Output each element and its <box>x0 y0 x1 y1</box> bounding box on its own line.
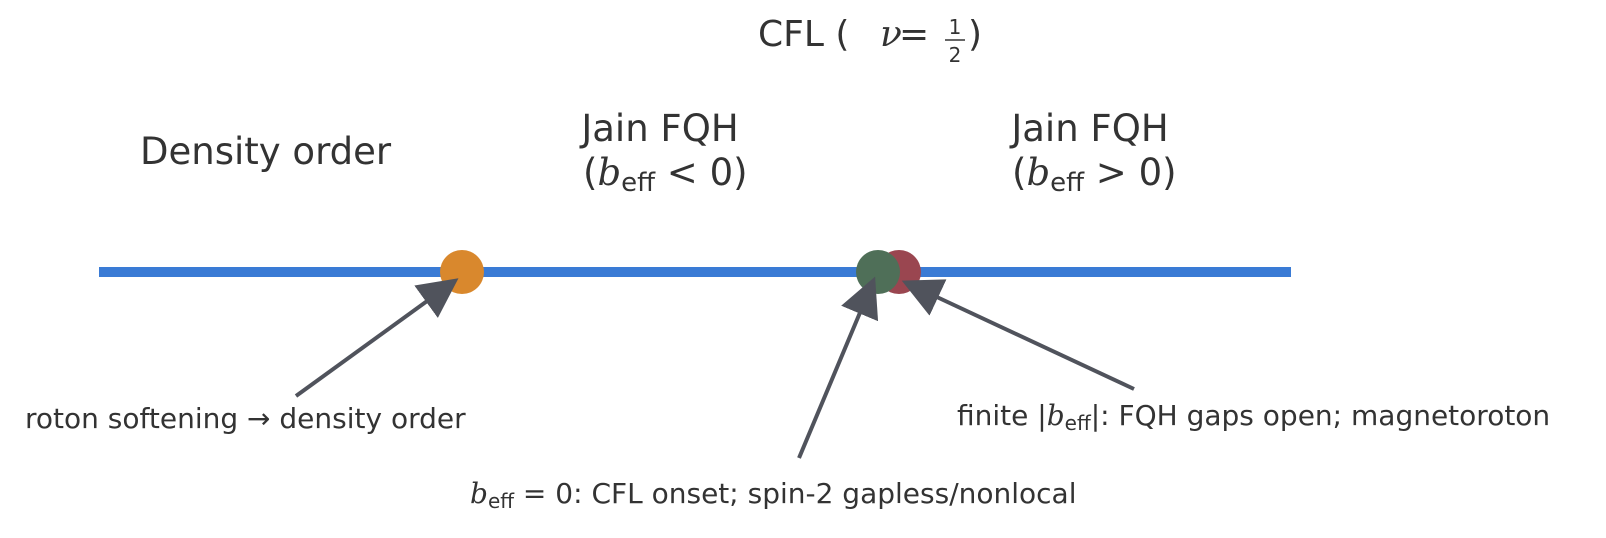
arrow-roton <box>294 278 459 398</box>
region-jain-positive-condition: (beff > 0) <box>1012 151 1177 198</box>
region-jain-negative: Jain FQH (beff < 0) <box>579 107 747 198</box>
title-fraction-num: 1 <box>949 15 962 39</box>
arrow-cfl-onset <box>797 276 879 459</box>
region-jain-positive: Jain FQH (beff > 0) <box>1009 107 1176 198</box>
diagram-title: CFL ( ν = 1 2 ) <box>758 14 982 67</box>
title-suffix: ) <box>968 14 982 55</box>
region-jain-negative-name: Jain FQH <box>579 107 738 150</box>
region-jain-negative-condition: (beff < 0) <box>583 151 748 198</box>
annotation-finite-beff: finite |beff|: FQH gaps open; magnetorot… <box>957 399 1550 435</box>
arrow-finite-beff <box>901 279 1135 391</box>
title-nu: ν <box>880 14 902 55</box>
title-prefix: CFL ( <box>758 14 849 55</box>
cfl-onset-point <box>856 250 900 294</box>
region-density-order: Density order <box>140 130 392 173</box>
annotation-roton-softening: roton softening → density order <box>25 402 466 435</box>
title-fraction-den: 2 <box>949 43 962 67</box>
title-eq: = <box>899 14 929 55</box>
annotation-cfl-onset: beff = 0: CFL onset; spin-2 gapless/nonl… <box>470 477 1077 513</box>
region-jain-positive-name: Jain FQH <box>1009 107 1168 150</box>
